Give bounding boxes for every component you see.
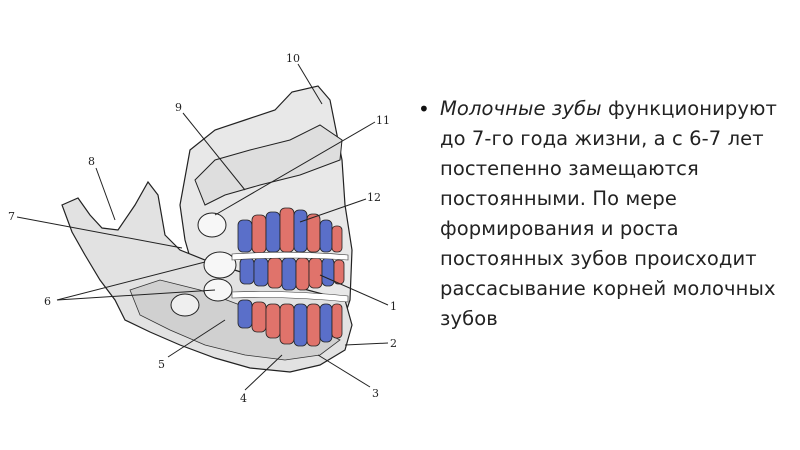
tooth xyxy=(279,303,295,345)
label-10: 10 xyxy=(286,52,300,65)
tooth xyxy=(295,257,310,291)
label-2: 2 xyxy=(390,337,397,350)
tooth xyxy=(237,219,253,253)
leader-lines xyxy=(16,63,389,391)
occlusal-band-upper xyxy=(231,251,349,261)
tooth xyxy=(267,257,283,289)
leader-6a xyxy=(56,261,206,301)
tooth xyxy=(251,214,267,254)
tooth xyxy=(306,213,321,253)
leader-12 xyxy=(299,198,367,223)
label-11: 11 xyxy=(376,114,390,127)
label-9: 9 xyxy=(175,101,182,114)
tooth xyxy=(308,257,323,289)
tooth xyxy=(253,257,269,287)
permanent-molar-bud xyxy=(170,293,200,317)
tooth xyxy=(251,301,267,333)
leader-2 xyxy=(344,342,389,346)
bullet-marker: • xyxy=(418,97,430,121)
tooth xyxy=(319,219,333,253)
leader-5 xyxy=(167,319,226,358)
leader-3 xyxy=(317,354,371,388)
tooth xyxy=(237,299,253,329)
tooth xyxy=(321,257,335,287)
tooth xyxy=(281,257,297,291)
tooth xyxy=(333,259,345,285)
tooth xyxy=(331,225,343,253)
middle-teeth xyxy=(239,257,345,291)
tooth xyxy=(293,303,308,347)
primary-molar-upper xyxy=(197,212,227,238)
tooth xyxy=(239,257,255,285)
description-block: • Молочные зубы функционируют до 7-го го… xyxy=(418,94,798,334)
label-4: 4 xyxy=(240,392,247,405)
label-7: 7 xyxy=(8,210,15,223)
leader-4 xyxy=(244,354,283,391)
description-paragraph: Молочные зубы функционируют до 7-го года… xyxy=(440,94,798,334)
description-text: функционируют до 7-го года жизни, а с 6-… xyxy=(440,97,777,330)
leader-10 xyxy=(297,63,323,105)
jaw-diagram-svg: 10 9 11 8 7 12 6 1 2 3 4 5 xyxy=(8,52,397,405)
jaw-anatomy-illustration: 10 9 11 8 7 12 6 1 2 3 4 5 xyxy=(8,52,397,405)
tooth xyxy=(306,303,321,347)
label-3: 3 xyxy=(372,387,379,400)
tooth xyxy=(331,303,343,339)
primary-molar-lower xyxy=(203,278,233,302)
leader-6b xyxy=(56,289,216,301)
zygomatic-arch xyxy=(194,124,343,206)
tooth xyxy=(265,303,281,339)
figure-labels: 10 9 11 8 7 12 6 1 2 3 4 5 xyxy=(8,52,397,405)
tooth xyxy=(279,207,295,253)
leader-1 xyxy=(319,274,389,306)
tooth xyxy=(319,303,333,343)
label-5: 5 xyxy=(158,358,165,371)
label-1: 1 xyxy=(390,300,397,313)
tooth xyxy=(265,211,281,253)
tooth xyxy=(293,209,308,253)
label-12: 12 xyxy=(367,191,381,204)
label-8: 8 xyxy=(88,155,95,168)
leader-9 xyxy=(182,112,246,191)
occlusal-band-lower xyxy=(231,291,349,303)
upper-teeth xyxy=(237,207,343,254)
label-6: 6 xyxy=(44,295,51,308)
term-primary-teeth: Молочные зубы xyxy=(440,97,602,120)
leader-11 xyxy=(214,121,376,216)
leader-8 xyxy=(95,167,116,221)
lower-teeth xyxy=(237,299,343,347)
primary-molar-mid xyxy=(203,251,237,279)
leader-7 xyxy=(16,216,183,249)
